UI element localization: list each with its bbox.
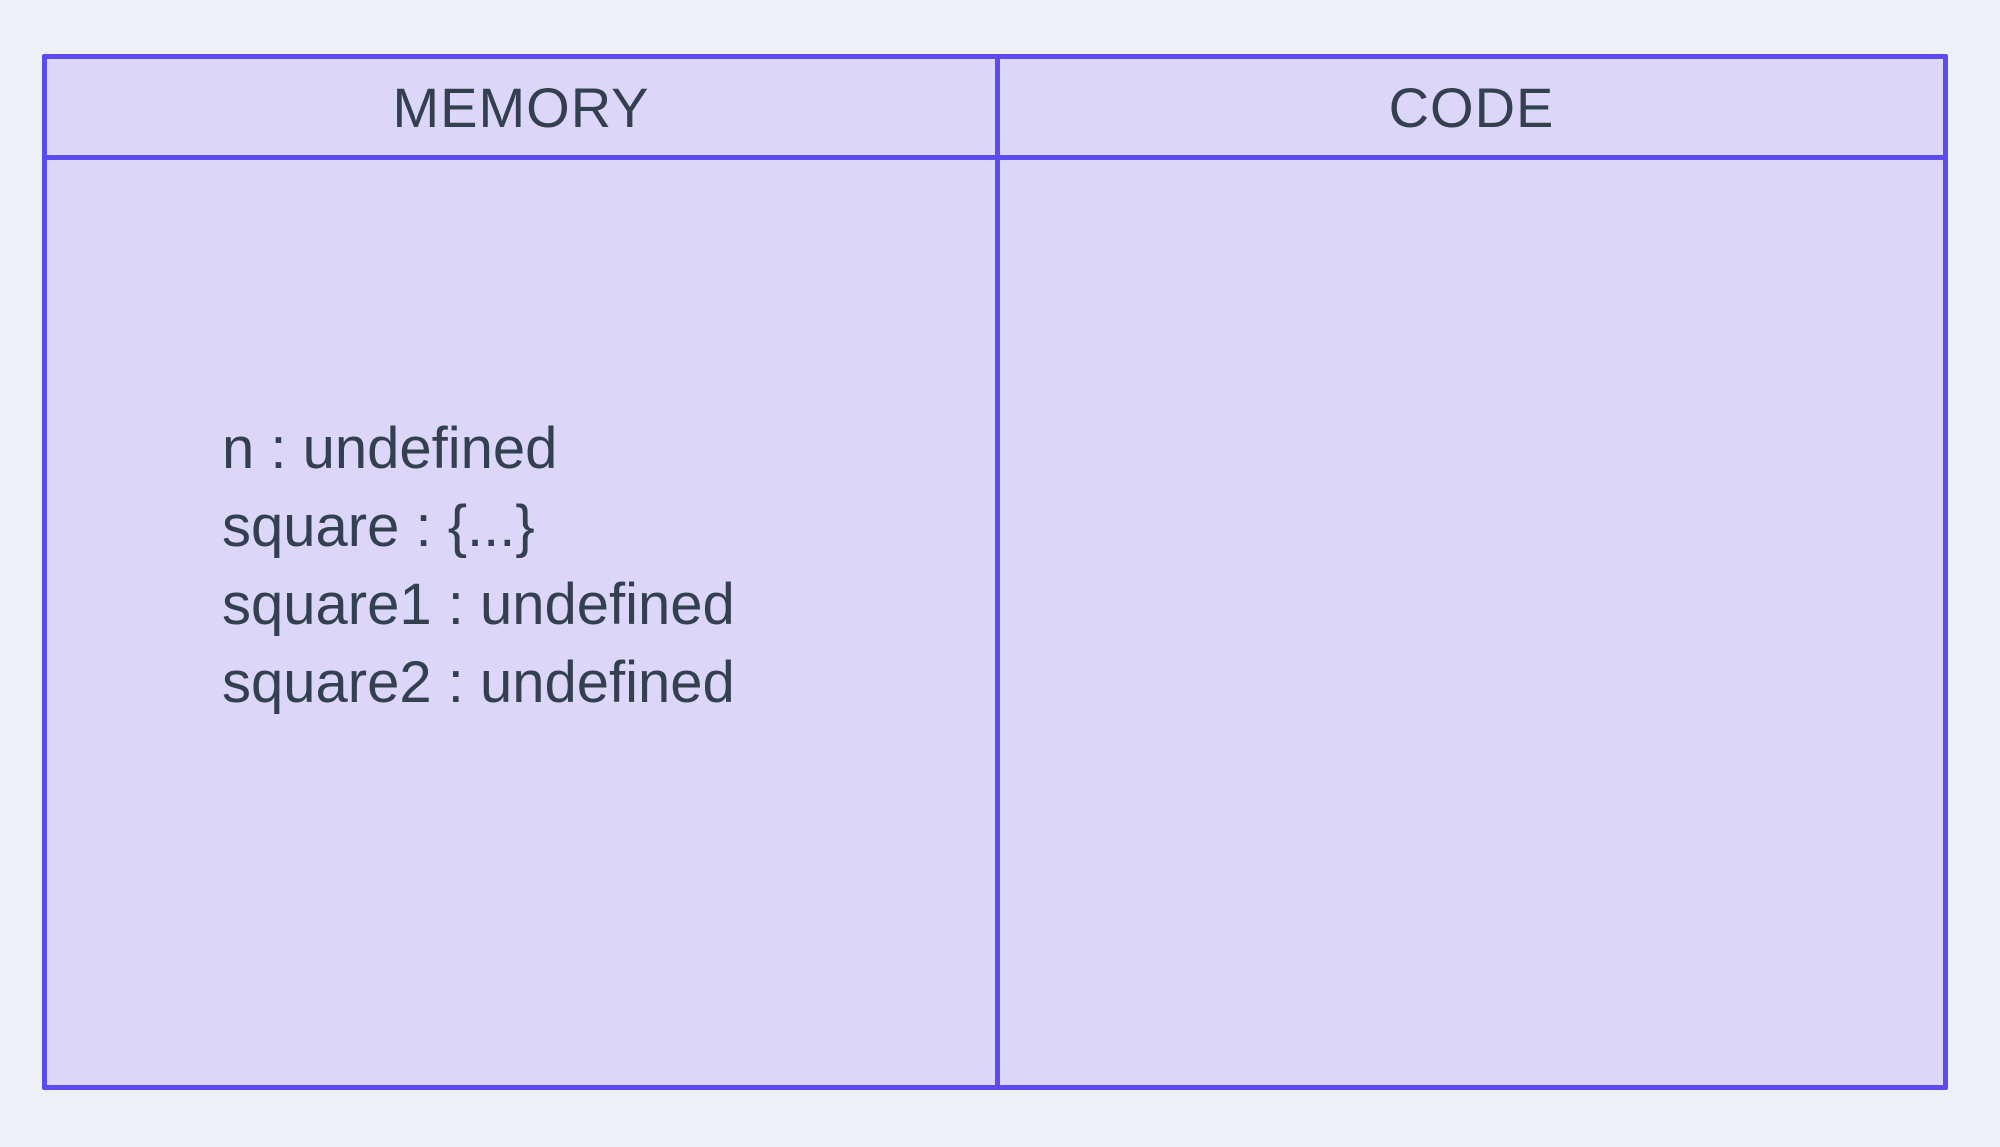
memory-entry: square2 : undefined — [222, 644, 995, 722]
name-value-separator: : — [431, 650, 480, 715]
variable-value: undefined — [302, 416, 558, 481]
memory-code-table: MEMORY CODE n : undefined square : {...}… — [42, 54, 1948, 1090]
memory-header-label: MEMORY — [392, 75, 650, 139]
code-panel-header: CODE — [1000, 59, 1943, 160]
memory-panel-header: MEMORY — [47, 59, 1000, 160]
variable-name: square — [222, 494, 400, 559]
variable-value: {...} — [447, 494, 535, 559]
memory-entry: square1 : undefined — [222, 566, 995, 644]
variable-name: n — [222, 416, 255, 481]
variable-name: square1 — [222, 572, 432, 637]
variable-value: undefined — [479, 572, 735, 637]
memory-entry: n : undefined — [222, 410, 995, 488]
memory-panel-body: n : undefined square : {...} square1 : u… — [47, 160, 1000, 1085]
code-panel-body — [1000, 160, 1943, 1085]
name-value-separator: : — [399, 494, 448, 559]
name-value-separator: : — [254, 416, 303, 481]
name-value-separator: : — [431, 572, 480, 637]
code-header-label: CODE — [1388, 75, 1555, 139]
memory-entry: square : {...} — [222, 488, 995, 566]
variable-name: square2 — [222, 650, 432, 715]
variable-value: undefined — [479, 650, 735, 715]
